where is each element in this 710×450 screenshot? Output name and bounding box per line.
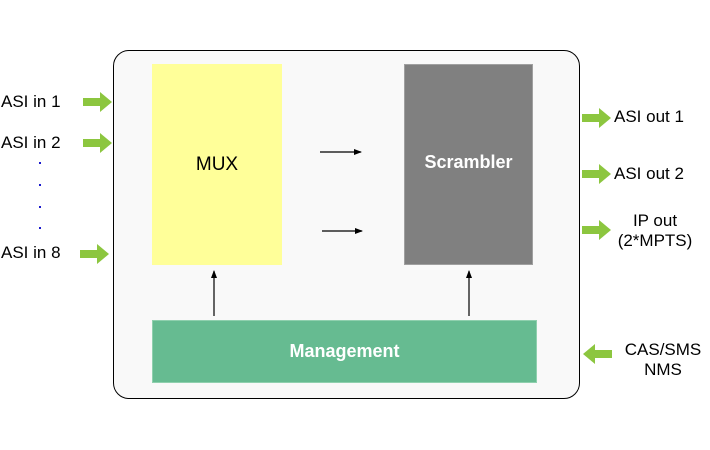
ip-out-line1: IP out [632,211,678,230]
ellipsis-dot [39,227,41,229]
output-arrow-ip-out [582,220,611,240]
ellipsis-dot [39,206,41,208]
output-arrow-asi-out-1 [582,108,611,128]
input-label-asi-1: ASI in 1 [1,92,61,111]
input-label-asi-2: ASI in 2 [1,133,61,152]
ellipsis-dot [39,184,41,186]
ellipsis-dot [39,162,41,164]
output-label-asi-out-1: ASI out 1 [614,107,684,126]
control-line2: NMS [644,360,682,379]
management-label: Management [289,341,400,361]
control-input-label: CAS/SMS NMS [617,340,709,380]
output-arrow-asi-out-2 [582,164,611,184]
mux-label: MUX [195,153,239,175]
input-arrow-asi-8 [80,244,109,264]
input-arrow-asi-1 [83,92,112,112]
management-block: Management [152,320,537,383]
input-label-asi-8: ASI in 8 [1,243,61,262]
ip-out-line2: (2*MPTS) [617,231,693,250]
scrambler-block: Scrambler [404,64,533,265]
mux-block: MUX [152,64,282,265]
input-arrow-asi-2 [83,133,112,153]
control-input-arrow [583,344,612,364]
control-line1: CAS/SMS [624,340,702,359]
scrambler-label: Scrambler [424,152,513,172]
output-label-asi-out-2: ASI out 2 [614,164,684,183]
output-label-ip-out: IP out (2*MPTS) [609,211,701,251]
